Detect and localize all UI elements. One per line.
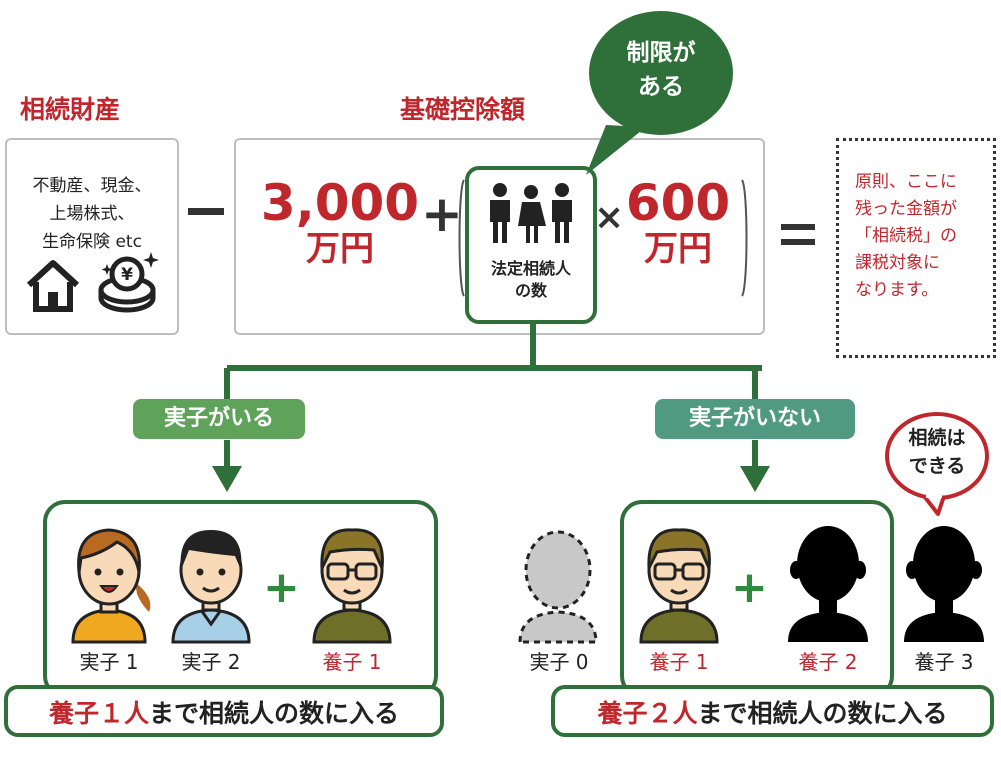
can-inherit-line1: 相続は xyxy=(908,427,966,449)
tax-note-box: 原則、ここに 残った金額が 「相続税」の 課税対象に なります。 xyxy=(836,138,996,358)
inheritance-items-line2: 上場株式、 xyxy=(49,204,135,224)
biological-child-1-caption: 実子 1 xyxy=(79,650,139,674)
note-line5: なります。 xyxy=(855,280,939,300)
biological-child-0-caption: 実子 0 xyxy=(529,650,589,674)
inheritance-items-line3: 生命保険 etc xyxy=(42,232,142,252)
minus-operator xyxy=(188,208,224,215)
adopted-child-3-caption: 養子 3 xyxy=(914,650,974,674)
adopted-child-1-caption: 養子 1 xyxy=(322,650,382,674)
left-bracket xyxy=(458,179,465,297)
times-operator: × xyxy=(594,197,625,238)
man-icon xyxy=(171,530,251,644)
left-footer: 養子１人まで相続人の数に入る xyxy=(4,685,444,737)
note-line4: 課税対象に xyxy=(855,253,940,273)
adopted-child-1-icon xyxy=(639,528,719,644)
no-biological-child-icon xyxy=(518,530,598,644)
plus-operator: + xyxy=(421,185,463,243)
no-biological-child-label: 実子がいない xyxy=(655,399,855,439)
left-footer-highlight: 養子１人 xyxy=(48,699,149,728)
base-amount: 3,000 xyxy=(260,174,420,232)
left-footer-rest: まで相続人の数に入る xyxy=(149,699,400,728)
adopted-child-2-icon xyxy=(788,526,868,642)
inheritance-box: 不動産、現金、 上場株式、 生命保険 etc ¥ xyxy=(5,138,179,335)
woman-icon xyxy=(71,528,151,644)
heirs-label-line2: の数 xyxy=(514,281,547,300)
right-footer-highlight: 養子２人 xyxy=(597,699,698,728)
right-footer: 養子２人まで相続人の数に入る xyxy=(551,685,994,737)
adopted-child-2-caption: 養子 2 xyxy=(798,650,858,674)
right-adopted-child-1-caption: 養子 1 xyxy=(649,650,709,674)
biological-child-2-caption: 実子 2 xyxy=(181,650,241,674)
per-heir-amount: 600 xyxy=(625,174,731,232)
note-line2: 残った金額が xyxy=(855,199,957,219)
note-line3: 「相続税」の xyxy=(855,226,957,246)
adopted-child-icon xyxy=(312,528,392,644)
base-unit: 万円 xyxy=(306,229,374,269)
note-line1: 原則、ここに xyxy=(855,172,957,192)
inheritance-items-line1: 不動産、現金、 xyxy=(32,176,152,196)
limit-bubble-line2: ある xyxy=(638,74,684,100)
has-biological-child-label: 実子がいる xyxy=(133,399,305,439)
yen-coin-icon: ¥ xyxy=(98,252,159,313)
right-bracket xyxy=(741,179,748,297)
can-inherit-line2: できる xyxy=(908,455,966,477)
right-footer-rest: まで相続人の数に入る xyxy=(697,699,948,728)
left-plus-sign: + xyxy=(263,562,300,613)
family-icon xyxy=(490,183,572,243)
heirs-label-line1: 法定相続人 xyxy=(490,259,571,278)
right-plus-sign: + xyxy=(731,562,768,613)
equals-bottom-bar xyxy=(781,239,815,245)
house-icon xyxy=(26,260,80,312)
limit-bubble-line1: 制限が xyxy=(626,40,696,66)
limit-bubble xyxy=(586,11,733,175)
inheritance-heading: 相続財産 xyxy=(20,95,121,124)
adopted-child-3-icon xyxy=(904,526,984,642)
per-heir-unit: 万円 xyxy=(644,229,712,269)
can-inherit-bubble xyxy=(885,412,989,516)
coin-symbol: ¥ xyxy=(121,265,133,285)
equals-top-bar xyxy=(781,224,815,230)
deduction-heading: 基礎控除額 xyxy=(400,95,526,124)
